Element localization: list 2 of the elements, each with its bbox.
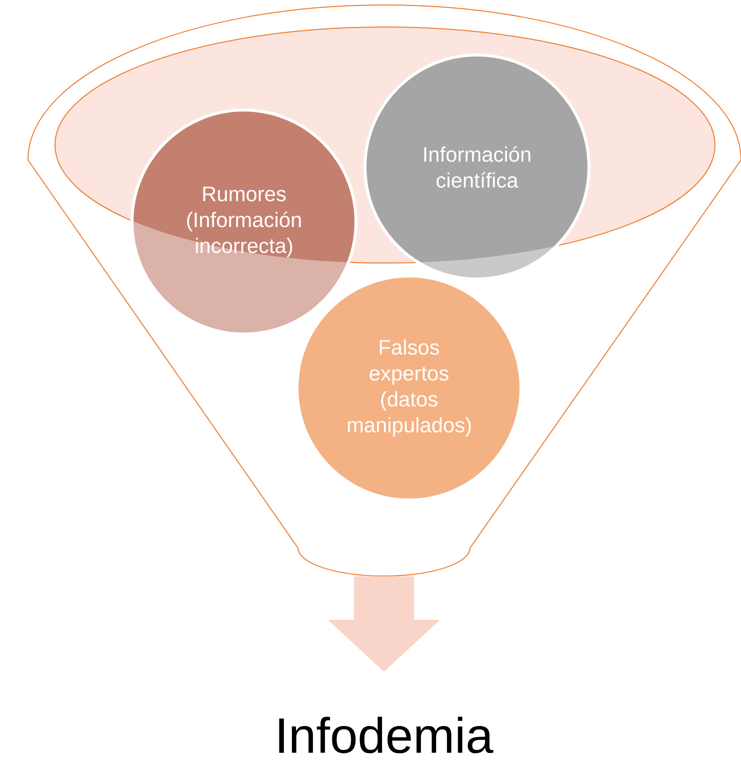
title-text: Infodemia [279, 716, 494, 754]
block-arrow [328, 576, 440, 672]
